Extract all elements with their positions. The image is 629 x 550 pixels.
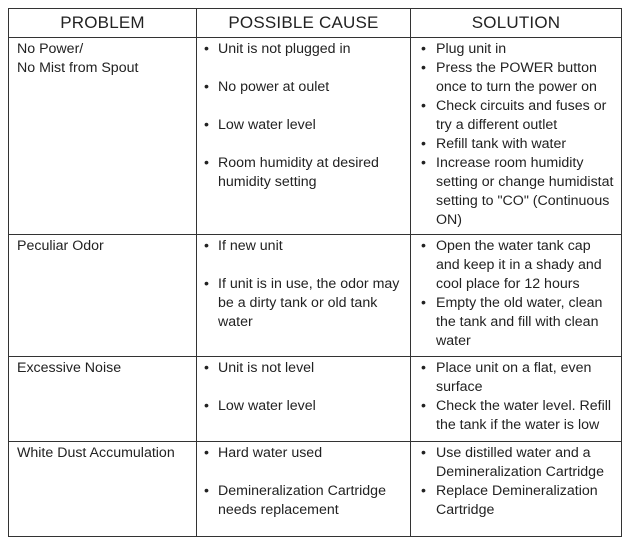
- cause-text: Unit is not level: [218, 360, 315, 376]
- list-item: • Low water level: [197, 397, 406, 416]
- troubleshooting-table: PROBLEM POSSIBLE CAUSE SOLUTION No Power…: [8, 8, 622, 537]
- bullet-icon: •: [204, 238, 209, 254]
- table-row: No Power/ No Mist from Spout • Unit is no…: [8, 37, 622, 235]
- solution-cell: • Open the water tank cap and keep it in …: [410, 234, 622, 357]
- table-row: Excessive Noise • Unit is not level • Low …: [8, 356, 622, 442]
- header-solution: SOLUTION: [410, 8, 622, 38]
- list-item: • Replace Demineralization Cartridge: [411, 482, 617, 520]
- cause-text: Low water level: [218, 117, 316, 133]
- cause-text: If new unit: [218, 238, 283, 254]
- list-item: • Hard water used: [197, 444, 406, 463]
- cause-text: Low water level: [218, 398, 316, 414]
- solution-text: Open the water tank cap and keep it in a…: [436, 238, 602, 292]
- bullet-icon: •: [421, 98, 426, 114]
- list-item: • Demineralization Cartridge needs replac…: [197, 482, 406, 520]
- bullet-icon: •: [204, 117, 209, 133]
- table-row: White Dust Accumulation • Hard water used…: [8, 441, 622, 537]
- cause-text: Unit is not plugged in: [218, 41, 351, 57]
- cause-text: No power at oulet: [218, 79, 330, 95]
- bullet-icon: •: [204, 445, 209, 461]
- bullet-icon: •: [204, 360, 209, 376]
- bullet-icon: •: [421, 60, 426, 76]
- list-item: • Refill tank with water: [411, 135, 617, 154]
- problem-cell: No Power/ No Mist from Spout: [8, 37, 197, 235]
- bullet-icon: •: [204, 155, 209, 171]
- bullet-icon: •: [421, 295, 426, 311]
- list-item: • Unit is not plugged in: [197, 40, 406, 59]
- table-row: Peculiar Odor • If new unit • If unit is i…: [8, 234, 622, 357]
- list-item: • Press the POWER button once to turn the…: [411, 59, 617, 97]
- solution-text: Plug unit in: [436, 41, 507, 57]
- bullet-icon: •: [204, 483, 209, 499]
- solution-text: Increase room humidity setting or change…: [436, 155, 614, 228]
- solution-cell: • Use distilled water and a Demineralizat…: [410, 441, 622, 537]
- solution-text: Replace Demineralization Cartridge: [436, 483, 598, 518]
- bullet-icon: •: [421, 360, 426, 376]
- cause-cell: • If new unit • If unit is in use, the odo…: [196, 234, 411, 357]
- list-item: • If unit is in use, the odor may be a di…: [197, 275, 406, 332]
- list-item: • Unit is not level: [197, 359, 406, 378]
- header-possible-cause: POSSIBLE CAUSE: [196, 8, 411, 38]
- problem-cell: Excessive Noise: [8, 356, 197, 442]
- problem-text: White Dust Accumulation: [17, 445, 175, 461]
- solution-text: Check circuits and fuses or try a differ…: [436, 98, 607, 133]
- solution-text: Place unit on a flat, even surface: [436, 360, 592, 395]
- bullet-icon: •: [421, 238, 426, 254]
- cause-cell: • Hard water used • Demineralization Cartr…: [196, 441, 411, 537]
- bullet-icon: •: [421, 445, 426, 461]
- cause-text: Room humidity at desired humidity settin…: [218, 155, 379, 190]
- solution-text: Use distilled water and a Demineralizati…: [436, 445, 604, 480]
- list-item: • If new unit: [197, 237, 406, 256]
- problem-cell: Peculiar Odor: [8, 234, 197, 357]
- list-item: • Open the water tank cap and keep it in …: [411, 237, 617, 294]
- bullet-icon: •: [421, 136, 426, 152]
- bullet-icon: •: [204, 79, 209, 95]
- list-item: • Empty the old water, clean the tank and…: [411, 294, 617, 351]
- list-item: • Use distilled water and a Demineralizat…: [411, 444, 617, 482]
- list-item: • No power at oulet: [197, 78, 406, 97]
- bullet-icon: •: [204, 41, 209, 57]
- bullet-icon: •: [421, 483, 426, 499]
- solution-text: Refill tank with water: [436, 136, 567, 152]
- solution-text: Empty the old water, clean the tank and …: [436, 295, 603, 349]
- list-item: • Low water level: [197, 116, 406, 135]
- list-item: • Check the water level. Refill the tank …: [411, 397, 617, 435]
- list-item: • Place unit on a flat, even surface: [411, 359, 617, 397]
- list-item: • Room humidity at desired humidity setti…: [197, 154, 406, 192]
- problem-cell: White Dust Accumulation: [8, 441, 197, 537]
- cause-cell: • Unit is not plugged in • No power at oul…: [196, 37, 411, 235]
- cause-text: If unit is in use, the odor may be a dir…: [218, 276, 400, 330]
- bullet-icon: •: [204, 276, 209, 292]
- bullet-icon: •: [204, 398, 209, 414]
- list-item: • Plug unit in: [411, 40, 617, 59]
- problem-text: No Mist from Spout: [17, 60, 139, 76]
- solution-cell: • Place unit on a flat, even surface • Che…: [410, 356, 622, 442]
- problem-text: Peculiar Odor: [17, 238, 104, 254]
- problem-text: No Power/: [17, 41, 84, 57]
- cause-text: Demineralization Cartridge needs replace…: [218, 483, 386, 518]
- bullet-icon: •: [421, 398, 426, 414]
- list-item: • Check circuits and fuses or try a diffe…: [411, 97, 617, 135]
- bullet-icon: •: [421, 155, 426, 171]
- problem-text: Excessive Noise: [17, 360, 122, 376]
- header-row: PROBLEM POSSIBLE CAUSE SOLUTION: [8, 8, 622, 38]
- cause-cell: • Unit is not level • Low water level: [196, 356, 411, 442]
- header-problem: PROBLEM: [8, 8, 197, 38]
- cause-text: Hard water used: [218, 445, 323, 461]
- solution-text: Check the water level. Refill the tank i…: [436, 398, 612, 433]
- bullet-icon: •: [421, 41, 426, 57]
- solution-cell: • Plug unit in • Press the POWER button on…: [410, 37, 622, 235]
- solution-text: Press the POWER button once to turn the …: [436, 60, 597, 95]
- list-item: • Increase room humidity setting or chang…: [411, 154, 617, 230]
